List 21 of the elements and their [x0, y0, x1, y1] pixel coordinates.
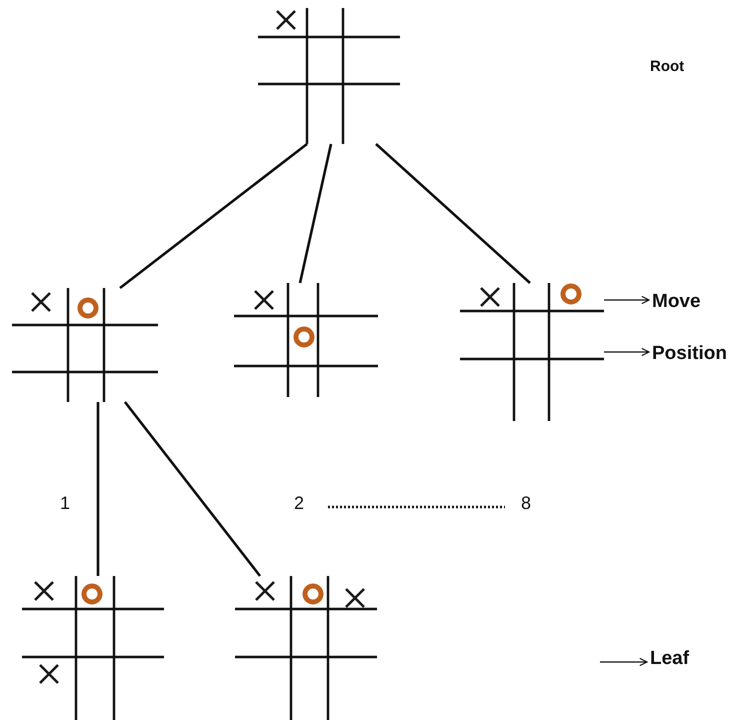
arrow: [604, 348, 650, 356]
node-label: Move: [652, 292, 701, 311]
node-caption: Root: [650, 58, 684, 75]
branch-number: 8: [521, 494, 532, 512]
connector-line: [375, 143, 531, 284]
arrow: [600, 658, 648, 666]
tic-tac-toe-board: [258, 8, 400, 144]
edge-label: 1: [60, 494, 70, 512]
tic-tac-toe-board: [235, 576, 377, 720]
tic-tac-toe-board: [22, 576, 164, 720]
tic-tac-toe-board: [460, 283, 604, 421]
connector-line: [298, 144, 332, 284]
connector-line: [119, 142, 308, 290]
tic-tac-toe-board: [12, 288, 158, 402]
tic-tac-toe-board: [234, 283, 378, 397]
node-label: Position: [652, 344, 727, 363]
arrow: [604, 296, 650, 304]
connector-line: [96, 402, 100, 576]
node-label: Leaf: [650, 649, 690, 668]
branch-number: 2: [294, 494, 304, 512]
connector-line: [124, 401, 262, 577]
